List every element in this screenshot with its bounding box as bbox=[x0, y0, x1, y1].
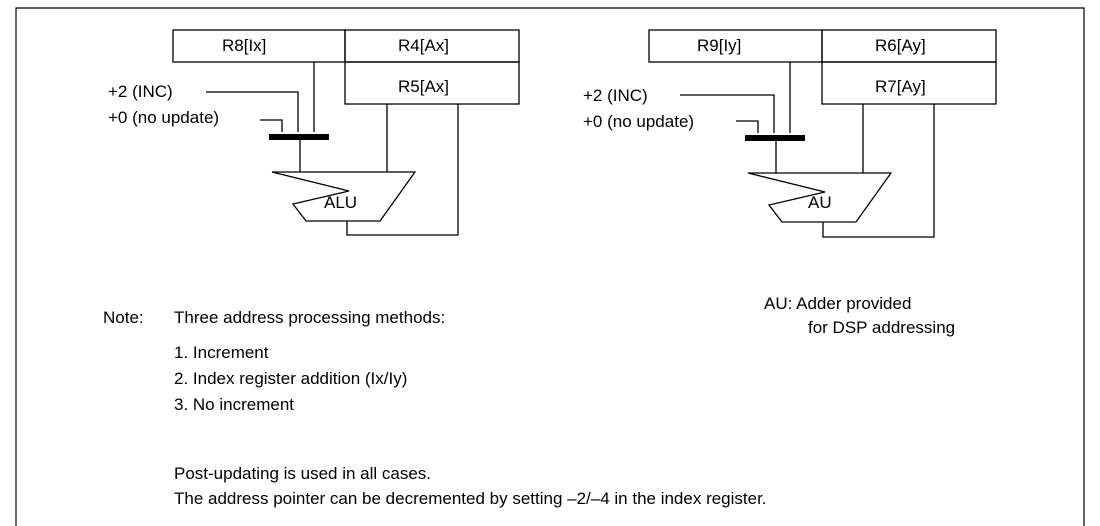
au-note-line1: AU: Adder provided bbox=[764, 294, 912, 313]
left-alu-label: ALU bbox=[324, 193, 358, 212]
right-index-register-label: R9[Iy] bbox=[697, 36, 742, 55]
note-heading: Three address processing methods: bbox=[174, 308, 446, 327]
left-pointer-a-label: R4[Ax] bbox=[398, 36, 450, 55]
right-inc-label: +2 (INC) bbox=[583, 86, 648, 105]
frame-border bbox=[15, 7, 1085, 526]
right-au-shape bbox=[747, 172, 893, 223]
left-index-register-label: R8[Ix] bbox=[222, 36, 267, 55]
left-alu-shape bbox=[271, 171, 417, 222]
left-no-update-label: +0 (no update) bbox=[108, 108, 220, 127]
right-pointer-b-label: R7[Ay] bbox=[875, 77, 926, 96]
note-item-1: 1. Increment bbox=[174, 343, 269, 362]
note-footer-line1: Post-updating is used in all cases. bbox=[174, 464, 432, 483]
note-item-3: 3. No increment bbox=[174, 395, 294, 414]
left-unit-lines bbox=[172, 29, 520, 236]
right-au-label: AU bbox=[808, 193, 832, 212]
right-unit-lines bbox=[648, 29, 997, 238]
au-note-line2: for DSP addressing bbox=[808, 318, 956, 337]
right-pointer-a-label: R6[Ay] bbox=[875, 36, 926, 55]
right-pointer-b-box bbox=[821, 61, 997, 105]
note-prefix: Note: bbox=[103, 308, 144, 327]
note-footer-line2: The address pointer can be decremented b… bbox=[174, 489, 767, 508]
left-pointer-b-label: R5[Ax] bbox=[398, 77, 450, 96]
left-pointer-b-box bbox=[344, 61, 520, 105]
note-item-2: 2. Index register addition (Ix/Iy) bbox=[174, 369, 408, 388]
left-inc-label: +2 (INC) bbox=[108, 82, 173, 101]
right-no-update-label: +0 (no update) bbox=[583, 112, 695, 131]
